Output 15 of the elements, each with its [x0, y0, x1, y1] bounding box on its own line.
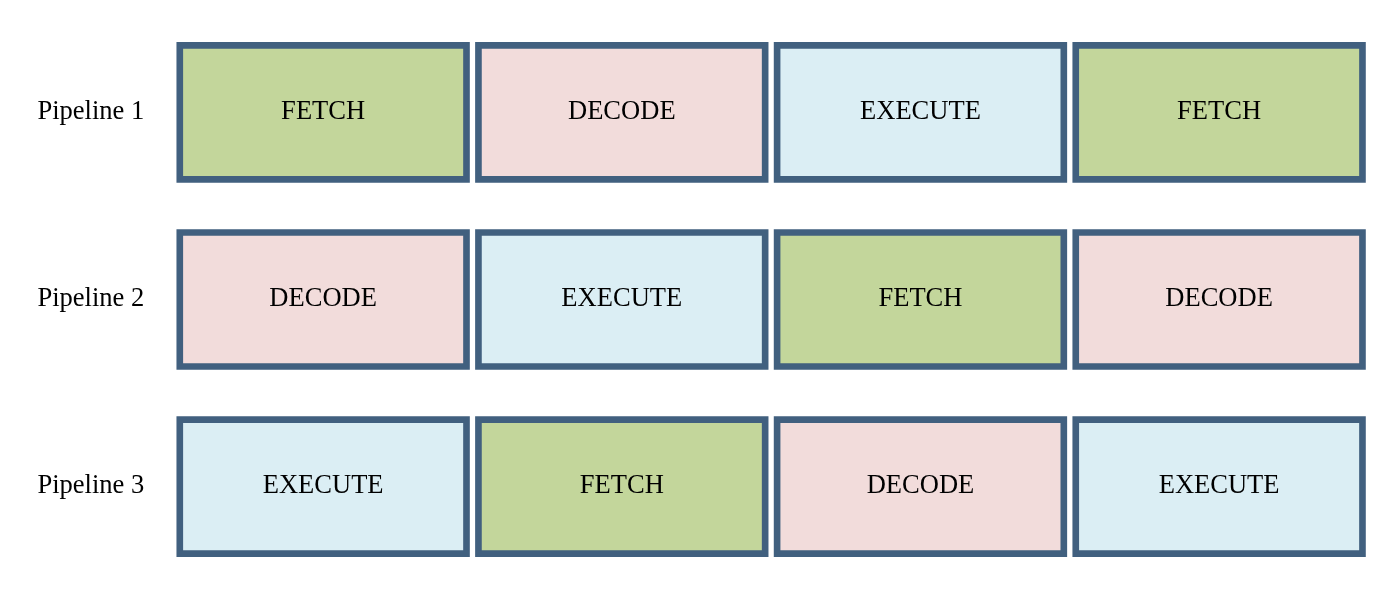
node-box: FETCH: [475, 415, 769, 557]
node-box: FETCH: [176, 41, 470, 183]
node-box: FETCH: [1072, 41, 1366, 183]
node-box: EXECUTE: [1072, 415, 1366, 557]
node-box: EXECUTE: [475, 228, 769, 370]
node-box: EXECUTE: [773, 41, 1068, 183]
node-box: FETCH: [773, 228, 1068, 370]
node-box: DECODE: [773, 415, 1068, 557]
node-box: DECODE: [1072, 228, 1366, 370]
node-box: DECODE: [475, 41, 769, 183]
label: Pipeline 1: [37, 94, 145, 125]
label: Pipeline 3: [37, 468, 145, 499]
node-box: EXECUTE: [176, 415, 470, 557]
label: Pipeline 2: [37, 281, 145, 312]
node-box: DECODE: [176, 228, 470, 370]
